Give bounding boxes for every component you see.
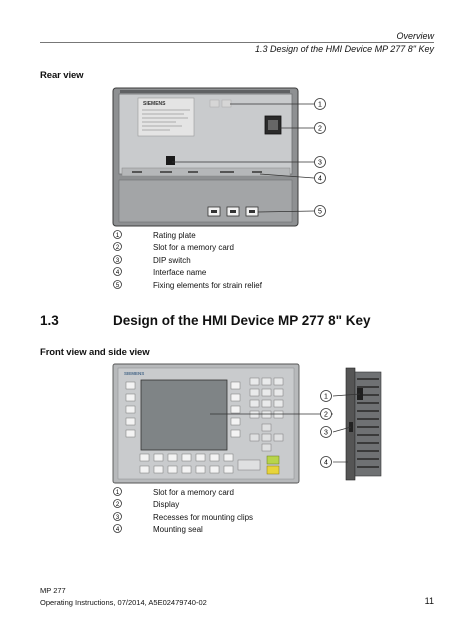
legend-number-4: 4 xyxy=(113,267,122,277)
svg-text:5: 5 xyxy=(116,282,120,288)
svg-text:2: 2 xyxy=(116,245,120,251)
rear-brand-text: SIEMENS xyxy=(143,101,166,107)
rear-interface-area xyxy=(118,179,293,223)
front-view-heading: Front view and side view xyxy=(40,347,150,358)
dip-switch xyxy=(166,156,175,165)
front-callout-leaders xyxy=(210,393,361,463)
legend-item: 4 Mounting seal xyxy=(113,524,253,536)
legend-text: Fixing elements for strain relief xyxy=(153,280,262,290)
legend-item: 5 Fixing elements for strain relief xyxy=(113,279,262,292)
svg-text:2: 2 xyxy=(116,502,120,508)
front-callout-3: 3 xyxy=(324,430,328,437)
svg-text:1: 1 xyxy=(116,233,120,239)
legend-number-2: 2 xyxy=(113,242,122,252)
running-header-section: Overview xyxy=(396,31,434,41)
right-function-keys xyxy=(230,381,241,438)
legend-text: Rating plate xyxy=(153,231,196,240)
control-key xyxy=(237,459,261,471)
front-callouts: 1 2 3 4 xyxy=(320,390,332,468)
front-callout-2: 2 xyxy=(324,412,328,419)
legend-text: Interface name xyxy=(153,268,207,278)
legend-text: Slot for a memory card xyxy=(153,488,234,497)
svg-text:3: 3 xyxy=(116,258,120,264)
front-callout-1: 1 xyxy=(324,394,328,401)
side-memory-card-slot xyxy=(357,388,363,400)
left-function-keys xyxy=(125,381,136,438)
ack-key xyxy=(266,465,280,475)
legend-number-5: 5 xyxy=(113,279,122,289)
rear-callouts: 1 2 3 4 5 xyxy=(314,98,326,217)
front-view-figure: SIEMENS xyxy=(112,363,382,484)
rear-vents-top xyxy=(120,90,290,93)
legend-text: Recesses for mounting clips xyxy=(153,512,254,522)
legend-number-1: 1 xyxy=(113,487,122,496)
side-ribs xyxy=(357,378,379,468)
rating-plate-lines xyxy=(142,109,190,131)
numeric-keypad xyxy=(249,377,284,419)
svg-text:4: 4 xyxy=(116,527,120,533)
rear-view-figure: SIEMENS 1 2 xyxy=(112,87,326,227)
cert-mark-2 xyxy=(221,99,232,108)
legend-number-3: 3 xyxy=(113,511,122,521)
side-view xyxy=(345,367,382,481)
legend-item: 1 Rating plate xyxy=(113,230,262,242)
rear-callout-4: 4 xyxy=(318,176,322,183)
memory-card-slot-inner xyxy=(268,120,278,130)
legend-item: 3 Recesses for mounting clips xyxy=(113,511,254,524)
rear-callout-2: 2 xyxy=(318,126,322,133)
rear-view-heading: Rear view xyxy=(40,70,84,81)
interface-name-strip xyxy=(121,167,291,177)
cursor-keys xyxy=(249,423,284,452)
running-header-subsection: 1.3 Design of the HMI Device MP 277 8" K… xyxy=(255,44,434,54)
front-callout-4: 4 xyxy=(324,460,328,467)
legend-item: 2 Slot for a memory card xyxy=(113,242,262,254)
legend-text: Slot for a memory card xyxy=(153,243,234,253)
header-rule xyxy=(40,42,434,43)
svg-text:4: 4 xyxy=(116,270,120,276)
legend-text: DIP switch xyxy=(153,255,191,265)
cert-mark-1 xyxy=(209,99,220,108)
display xyxy=(140,379,228,451)
footer-doc-info: Operating Instructions, 07/2014, A5E0247… xyxy=(40,598,207,607)
enter-key xyxy=(266,455,280,465)
front-brand-text: SIEMENS xyxy=(124,371,144,376)
legend-item: 3 DIP switch xyxy=(113,254,262,267)
front-legend: 1 Slot for a memory card 2 Display 3 Recess… xyxy=(113,487,253,537)
footer-product: MP 277 xyxy=(40,586,66,595)
rear-legend: 1 Rating plate 2 Slot for a memory card 3 D… xyxy=(113,230,262,292)
rear-callout-3: 3 xyxy=(318,160,322,167)
legend-number-3: 3 xyxy=(113,254,122,264)
legend-item: 4 Interface name xyxy=(113,267,262,279)
legend-text: Display xyxy=(153,500,180,510)
bottom-function-keys xyxy=(139,453,234,474)
interface-name-marks xyxy=(132,171,262,173)
legend-item: 2 Display xyxy=(113,499,253,511)
legend-number-4: 4 xyxy=(113,524,122,534)
svg-text:3: 3 xyxy=(116,515,120,521)
rear-callout-1: 1 xyxy=(318,102,322,109)
svg-text:1: 1 xyxy=(116,490,120,496)
rear-callout-5: 5 xyxy=(318,209,322,216)
page-number: 11 xyxy=(424,596,434,606)
legend-number-2: 2 xyxy=(113,499,122,509)
section-title: Design of the HMI Device MP 277 8" Key xyxy=(113,313,371,328)
legend-item: 1 Slot for a memory card xyxy=(113,487,253,499)
section-number: 1.3 xyxy=(40,313,59,328)
rear-callout-leaders xyxy=(172,103,315,213)
legend-text: Mounting seal xyxy=(153,525,203,535)
legend-number-1: 1 xyxy=(113,230,122,239)
